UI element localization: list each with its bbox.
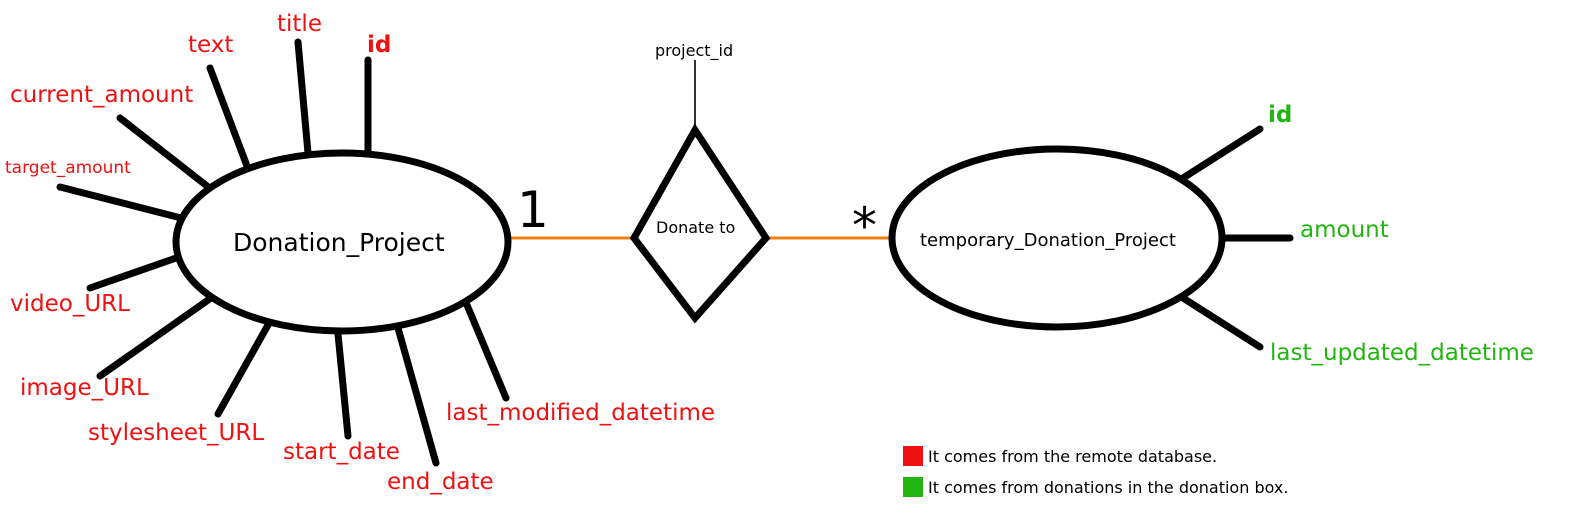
temporary-donation-project-label: temporary_Donation_Project: [920, 230, 1176, 251]
attr-image-url: image_URL: [20, 375, 149, 401]
legend-text-remote: It comes from the remote database.: [928, 447, 1217, 466]
link-target-amount: [56, 183, 185, 222]
attr-temp-id: id: [1268, 102, 1292, 128]
legend-text-donation-box: It comes from donations in the donation …: [928, 478, 1288, 497]
attr-temp-last-updated-datetime: last_updated_datetime: [1270, 340, 1534, 366]
link-start-date: [334, 330, 352, 440]
attr-title: title: [277, 11, 322, 37]
legend-swatch-donation-box: [903, 477, 923, 497]
link-text: [206, 64, 251, 170]
link-title: [294, 38, 312, 157]
link-image-url: [96, 294, 215, 380]
link-temp-id: [1179, 125, 1264, 182]
donation-project-label: Donation_Project: [233, 228, 445, 257]
attr-video-url: video_URL: [10, 291, 130, 317]
cardinality-one: 1: [517, 181, 549, 239]
link-last-modified-datetime: [463, 301, 510, 402]
link-current-amount: [116, 114, 211, 190]
attr-stylesheet-url: stylesheet_URL: [88, 420, 264, 446]
cardinality-many: *: [852, 197, 877, 255]
attr-current-amount: current_amount: [10, 82, 193, 108]
attr-text: text: [188, 32, 233, 58]
attr-end-date: end_date: [387, 469, 494, 495]
donation-project-attribute-links: [56, 38, 510, 467]
attr-last-modified-datetime: last_modified_datetime: [446, 400, 715, 426]
temporary-project-attribute-links: [1179, 125, 1294, 351]
legend-swatch-remote: [903, 446, 923, 466]
link-end-date: [394, 324, 440, 467]
attr-target-amount: target_amount: [5, 158, 131, 178]
relationship-attribute-label: project_id: [655, 41, 733, 61]
link-temp-last-updated: [1179, 294, 1264, 351]
donate-to-relationship: [629, 123, 771, 324]
attr-start-date: start_date: [283, 439, 400, 465]
link-video-url: [86, 253, 183, 292]
legend: It comes from the remote database. It co…: [903, 446, 1288, 497]
relationship-label: Donate to: [656, 218, 735, 237]
donation-project-entity: [172, 149, 512, 335]
link-stylesheet-url: [214, 321, 272, 418]
attr-temp-amount: amount: [1300, 217, 1389, 243]
attr-id: id: [367, 32, 391, 58]
temporary-donation-project-entity: [888, 145, 1226, 331]
